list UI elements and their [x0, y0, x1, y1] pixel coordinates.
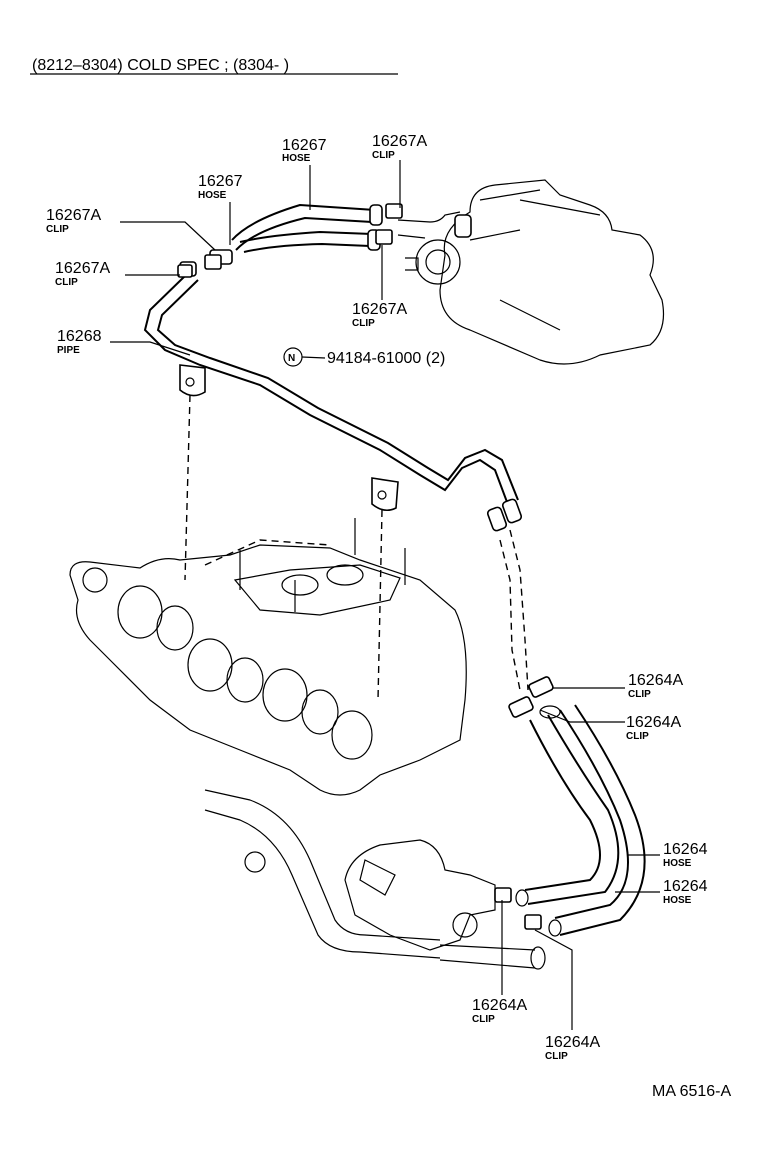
new-part-icon — [283, 347, 303, 367]
svg-text:PIPE: PIPE — [57, 345, 80, 356]
callout-hose-top-right: 16267 HOSE — [282, 137, 327, 164]
svg-text:16264: 16264 — [663, 841, 708, 858]
svg-text:N: N — [288, 353, 295, 364]
callout-hose-top-left: 16267 HOSE — [198, 173, 243, 201]
svg-text:CLIP: CLIP — [55, 277, 78, 288]
callout-clip-right-lower: 16264A CLIP — [626, 714, 681, 742]
svg-text:16267A: 16267A — [55, 260, 110, 277]
svg-text:HOSE: HOSE — [663, 858, 692, 869]
svg-text:CLIP: CLIP — [472, 1014, 495, 1025]
intake-manifold — [69, 518, 467, 796]
callout-clip-upper-left: 16267A CLIP — [46, 207, 101, 235]
callout-clip-middle: 16267A CLIP — [352, 301, 407, 329]
svg-text:CLIP: CLIP — [46, 224, 69, 235]
mount-dash-right — [377, 509, 383, 701]
svg-text:16264A: 16264A — [545, 1034, 600, 1051]
right-clips — [494, 676, 554, 930]
lower-pipe-assembly — [204, 789, 546, 970]
diagram-code: MA 6516-A — [652, 1083, 731, 1100]
svg-text:16264A: 16264A — [626, 714, 681, 731]
svg-text:16264: 16264 — [663, 878, 708, 895]
svg-text:HOSE: HOSE — [663, 895, 692, 906]
svg-text:CLIP: CLIP — [545, 1051, 568, 1062]
svg-text:16268: 16268 — [57, 328, 102, 345]
hose-dash-upper — [509, 529, 529, 691]
svg-text:CLIP: CLIP — [352, 318, 375, 329]
hose-dash-upper-2 — [499, 539, 521, 691]
svg-text:16264A: 16264A — [628, 672, 683, 689]
carburetor-assembly — [397, 179, 665, 365]
callout-clip-lower-left: 16267A CLIP — [55, 260, 110, 288]
callout-clip-bottom-left: 16264A CLIP — [472, 997, 527, 1025]
note-text: 94184-61000 (2) — [327, 350, 445, 367]
mount-dash-left — [184, 394, 191, 581]
callout-hose-right-upper: 16264 HOSE — [663, 841, 708, 869]
header-text: (8212–8304) COLD SPEC ; (8304- ) — [32, 57, 289, 74]
svg-text:16267: 16267 — [198, 173, 243, 190]
callout-hose-right-lower: 16264 HOSE — [663, 878, 708, 906]
svg-text:CLIP: CLIP — [628, 689, 651, 700]
svg-text:16267: 16267 — [282, 137, 327, 154]
right-hoses — [515, 704, 646, 937]
callout-clip-bottom-right: 16264A CLIP — [545, 1034, 600, 1062]
callout-pipe: 16268 PIPE — [57, 328, 102, 356]
note-new-part: N 94184-61000 (2) — [283, 347, 445, 367]
leader-lines — [110, 160, 660, 1030]
svg-text:HOSE: HOSE — [198, 190, 227, 201]
svg-text:16264A: 16264A — [472, 997, 527, 1014]
svg-text:16267A: 16267A — [352, 301, 407, 318]
upper-clips — [177, 203, 403, 278]
mount-dash-top — [204, 539, 331, 566]
callout-clip-right-upper: 16264A CLIP — [628, 672, 683, 700]
callout-clip-top-right: 16267A CLIP — [372, 133, 427, 161]
svg-text:HOSE: HOSE — [282, 153, 311, 164]
svg-text:16267A: 16267A — [372, 133, 427, 150]
svg-text:16267A: 16267A — [46, 207, 101, 224]
svg-text:CLIP: CLIP — [372, 150, 395, 161]
hose-pipe-assembly — [143, 203, 523, 532]
svg-text:CLIP: CLIP — [626, 731, 649, 742]
